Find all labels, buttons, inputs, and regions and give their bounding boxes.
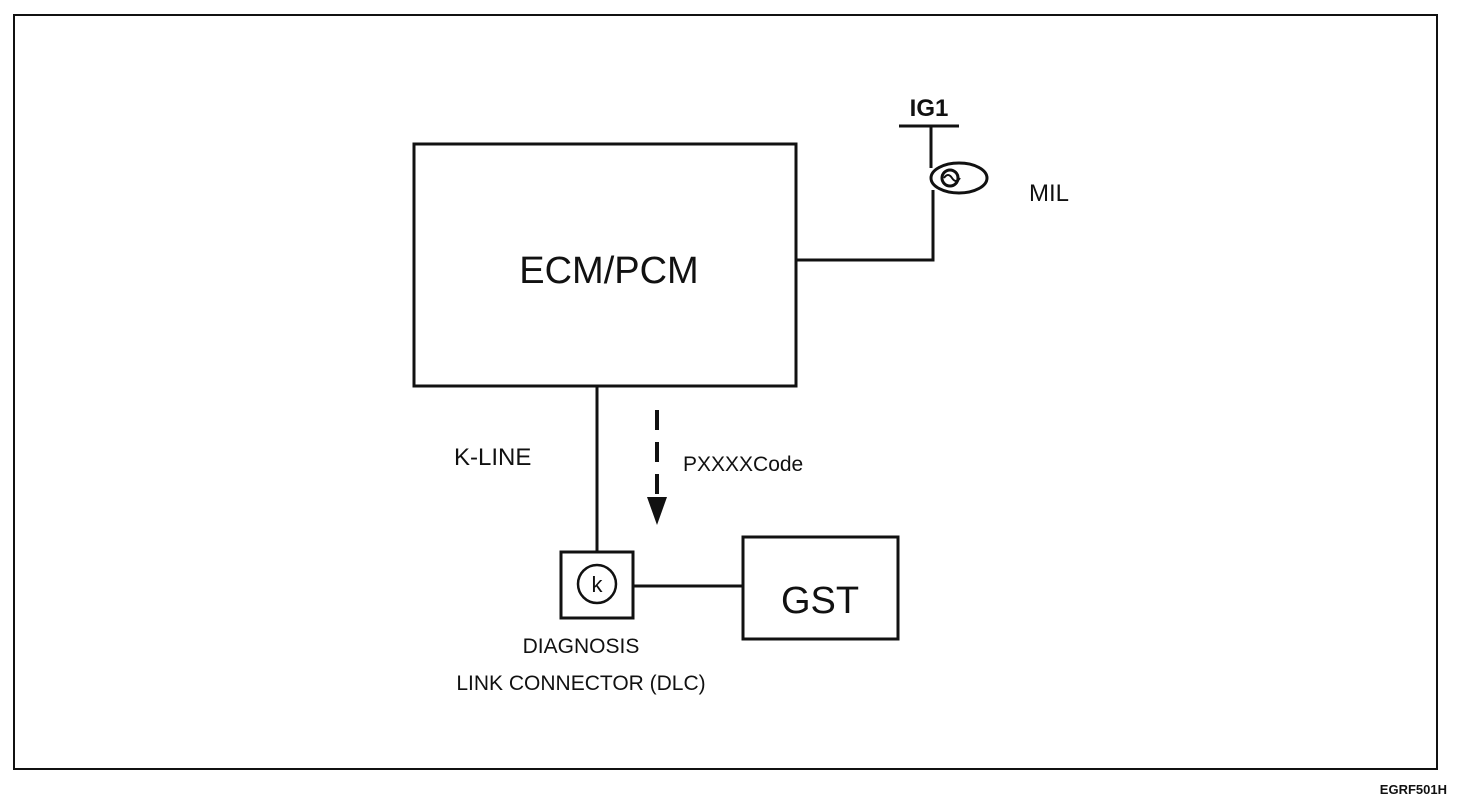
ecm-to-mil-wire	[796, 190, 935, 262]
dlc-label-line2: LINK CONNECTOR (DLC)	[456, 672, 705, 695]
ig1-label: IG1	[910, 95, 949, 122]
dlc-label-line1: DIAGNOSIS	[523, 635, 640, 658]
mil-label: MIL	[1029, 180, 1069, 207]
connector-k-symbol: k	[592, 572, 604, 597]
ecm-pcm-box	[412, 142, 798, 388]
diagram-frame	[13, 14, 1438, 770]
lamp-icon	[929, 161, 989, 195]
gst-label: GST	[781, 580, 859, 622]
connector-k-icon: k	[576, 563, 618, 605]
pxxxx-code-label: PXXXXCode	[683, 453, 803, 476]
gst-box	[741, 535, 900, 641]
k-line-label: K-LINE	[454, 444, 531, 471]
code-signal-arrow	[647, 410, 667, 525]
ecm-pcm-label: ECM/PCM	[519, 250, 698, 292]
figure-code: EGRF501H	[1380, 782, 1447, 797]
